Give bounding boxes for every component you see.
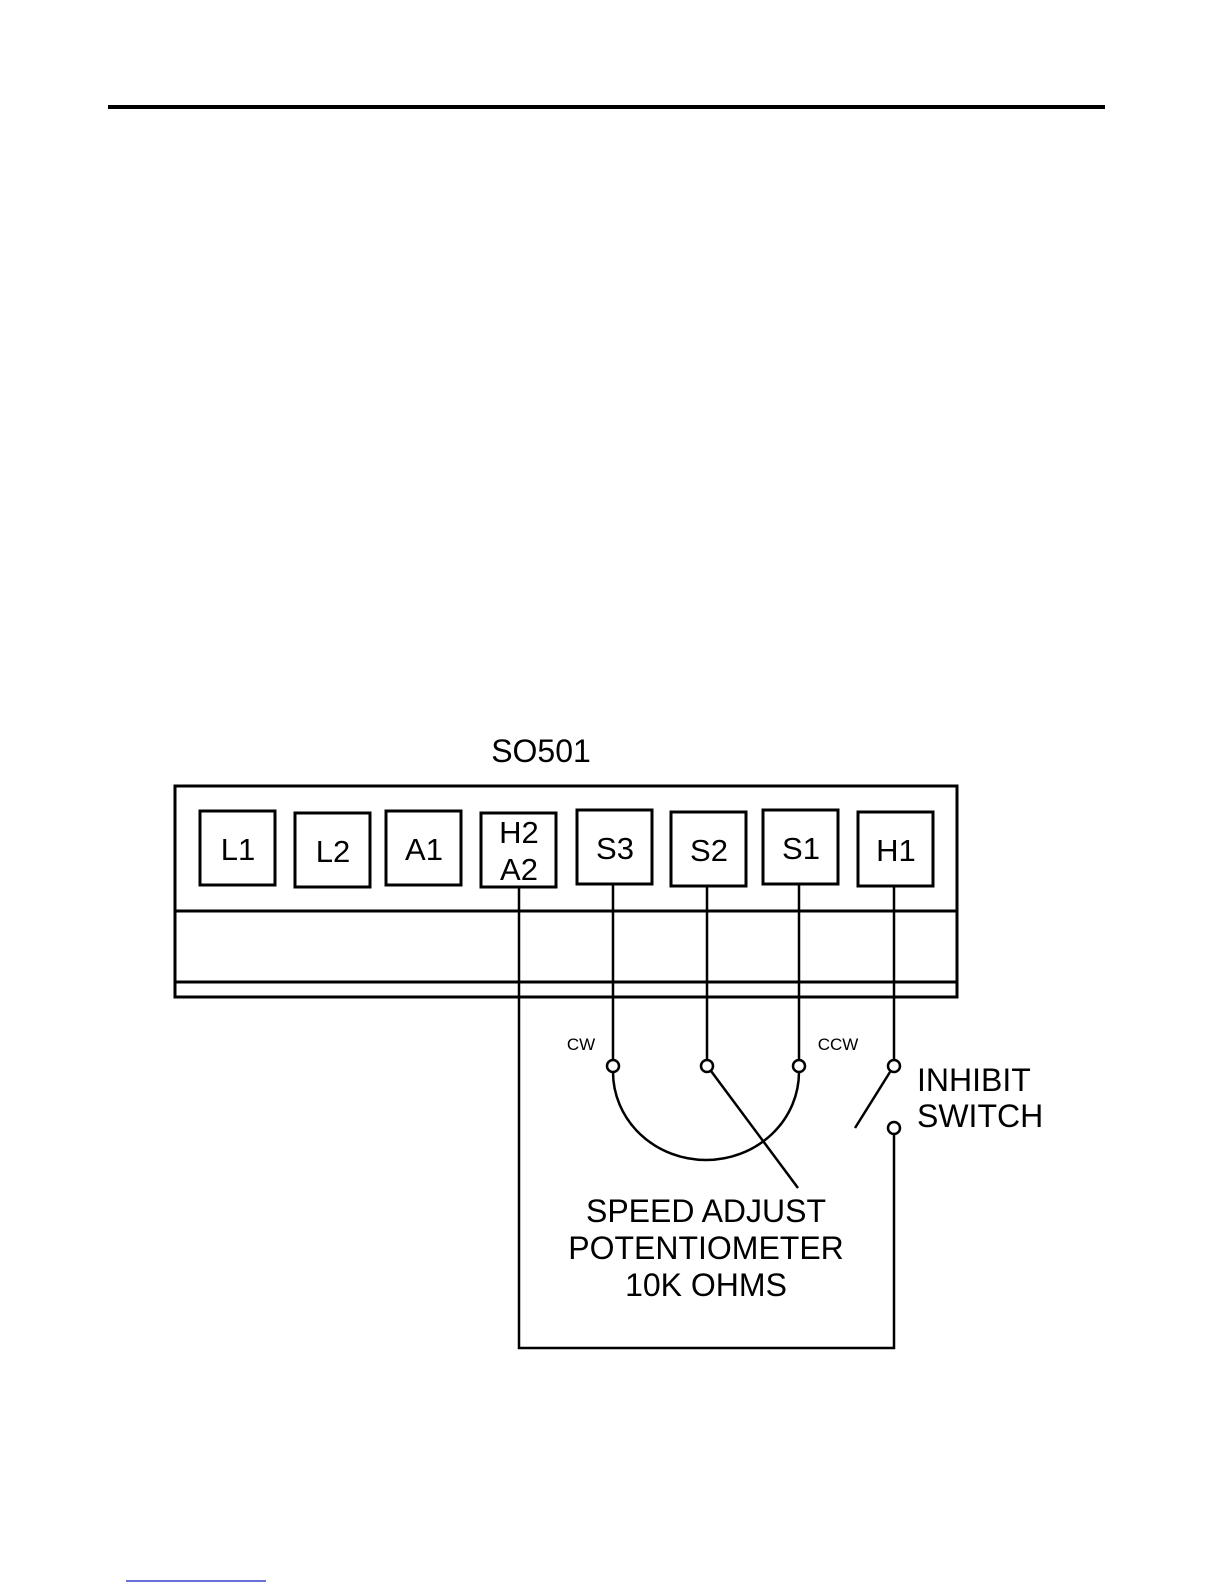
- inhibit-switch: [855, 1060, 900, 1134]
- terminal-s1: S1: [763, 810, 838, 884]
- terminal-label-l2: L2: [316, 834, 350, 869]
- board-label: SO501: [491, 733, 591, 769]
- terminal-board: [175, 786, 957, 997]
- terminal-label-s2: S2: [690, 833, 728, 868]
- terminal-label-l1: L1: [221, 832, 255, 867]
- pot-label-line-1: SPEED ADJUST: [586, 1193, 826, 1229]
- terminal-label-a1: A1: [405, 832, 443, 867]
- switch-label-line-2: SWITCH: [917, 1098, 1043, 1134]
- switch-label-line-1: INHIBIT: [917, 1062, 1031, 1098]
- switch-terminal-bottom: [888, 1122, 900, 1134]
- pot-resistive-arc: [613, 1072, 799, 1160]
- pot-cw-label: CW: [567, 1035, 595, 1054]
- switch-terminal-top: [888, 1060, 900, 1072]
- terminal-h1: H1: [858, 812, 933, 886]
- terminal-label-h1: H1: [876, 833, 916, 868]
- terminal-label-h2: H2: [499, 815, 539, 850]
- switch-blade: [855, 1072, 890, 1128]
- terminal-label-a2: A2: [500, 852, 538, 887]
- terminal-s3: S3: [577, 810, 652, 884]
- pot-terminal-cw: [607, 1060, 619, 1072]
- terminal-l2: L2: [295, 813, 370, 887]
- pot-terminal-wiper: [701, 1060, 713, 1072]
- pot-wiper-arrow: [711, 1071, 798, 1188]
- terminal-l1: L1: [200, 811, 275, 885]
- pot-label-line-3: 10K OHMS: [625, 1267, 787, 1303]
- potentiometer: [607, 1060, 805, 1188]
- pot-label-line-2: POTENTIOMETER: [568, 1230, 844, 1266]
- terminal-label-s3: S3: [596, 831, 634, 866]
- pot-terminal-ccw: [793, 1060, 805, 1072]
- terminal-label-s1: S1: [782, 831, 820, 866]
- terminal-s2: S2: [671, 812, 746, 886]
- terminal-a1: A1: [386, 811, 461, 885]
- pot-ccw-label: CCW: [818, 1035, 859, 1054]
- terminal-h2-a2: H2 A2: [481, 813, 556, 887]
